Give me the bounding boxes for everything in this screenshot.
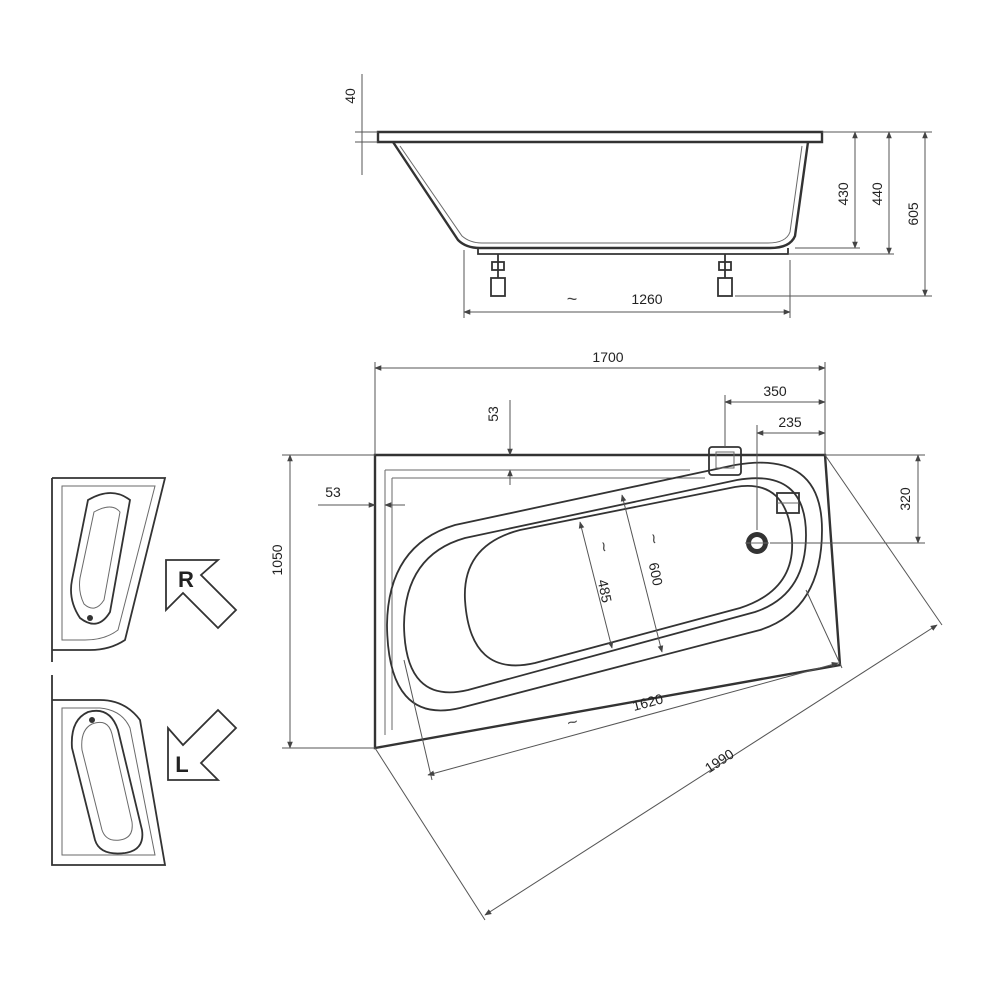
variant-left-outline [51, 675, 167, 866]
dim-inner-length: 1620 [631, 690, 665, 714]
dim-drain-side: 320 [897, 487, 913, 511]
dim-depth-outer: 440 [869, 182, 885, 206]
variant-right [51, 477, 167, 662]
dim-diagonal: 1990 [702, 746, 737, 776]
side-tub-inner-line [399, 145, 803, 244]
dim-depth-inner: 430 [835, 182, 851, 206]
side-leg-left [490, 254, 506, 297]
side-leg-right [717, 254, 733, 297]
dim-rim-thickness: 40 [342, 88, 358, 104]
overflow-fitting [708, 446, 742, 476]
dim-approx-inner-top: ~ [643, 532, 665, 546]
side-base [477, 248, 789, 255]
dim-rim-left: 53 [325, 484, 341, 500]
variant-right-outline [51, 477, 167, 662]
dim-drain-long: 350 [763, 383, 787, 399]
top-rim-inner [384, 469, 705, 735]
variant-left-label: L [175, 752, 188, 777]
tap-fitting [776, 492, 800, 514]
side-view: 40 430 440 605 ~ 1260 [342, 74, 932, 318]
dim-rim-top: 53 [485, 406, 501, 422]
variant-right-arrow-icon: R [165, 559, 238, 630]
side-tub-body [391, 141, 810, 250]
drain-icon [745, 532, 769, 554]
variant-right-label: R [178, 567, 194, 592]
dim-approx-leg-span: ~ [567, 289, 578, 309]
variant-left-arrow-icon: L [167, 708, 238, 781]
dim-length: 1700 [592, 349, 623, 365]
dim-inner-width-bottom: 485 [595, 578, 616, 604]
variant-left [51, 675, 167, 866]
side-rim [376, 130, 824, 144]
dim-inner-width-top: 600 [646, 561, 667, 587]
dim-total-height: 605 [905, 202, 921, 226]
dim-drain-short: 235 [778, 414, 802, 430]
dim-approx-inner-bottom: ~ [593, 540, 615, 554]
top-view: 1700 350 235 320 53 53 1050 ~ 485 ~ [269, 349, 943, 921]
dim-approx-inner-length: ~ [565, 711, 580, 733]
dim-leg-span: 1260 [631, 291, 662, 307]
dim-width: 1050 [269, 544, 285, 575]
